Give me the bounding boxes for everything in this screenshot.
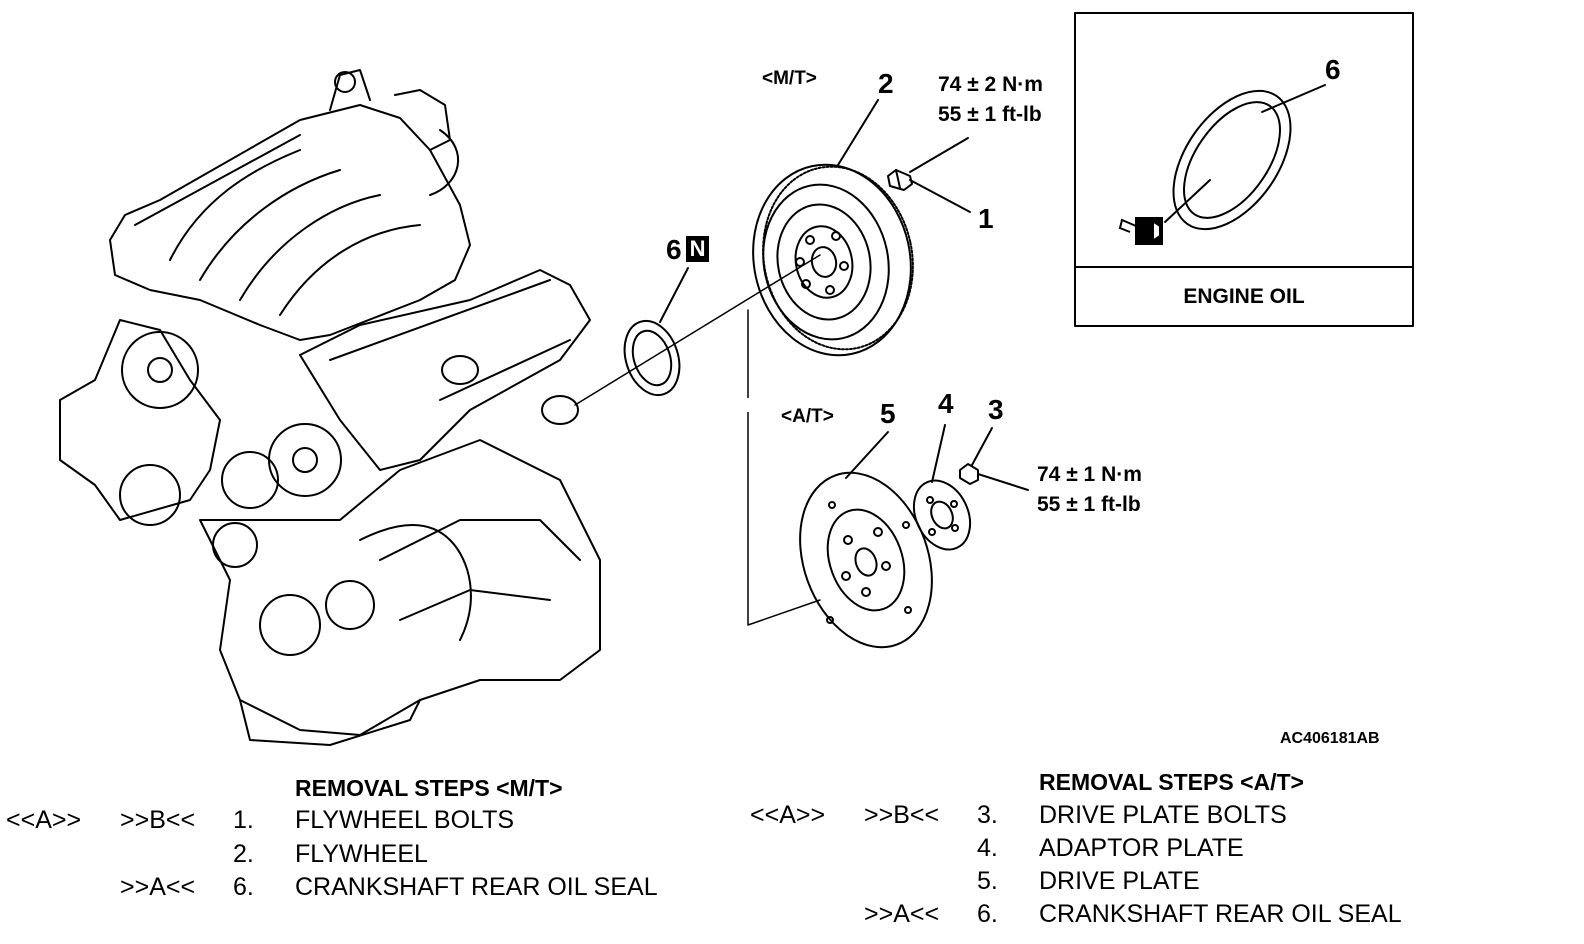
leader-5 [845,431,889,479]
intake-runner [134,134,301,226]
breather-hose [429,129,459,196]
intake-manifold [109,104,471,341]
intake-runner [199,169,341,281]
engine-assembly [59,69,601,746]
valve-cover-edge [439,339,571,401]
block-rib [399,589,551,621]
removal-steps-at-title: REMOVAL STEPS <A/T> [1039,769,1304,795]
leader-torque-at [977,473,1029,491]
oil-seal-detail [1172,89,1292,231]
callout-6-box: 6 [1325,54,1341,85]
intake-runner [279,224,421,316]
pulley [325,580,375,630]
drive-plate [799,471,933,649]
step-number: 2. [233,840,254,868]
leader-6 [659,267,689,323]
torque-at-ftlb: 55 ± 1 ft-lb [1037,493,1141,516]
step-number: 1. [233,806,254,834]
front-cover [59,319,221,521]
torque-spec-at: 74 ± 1 N·m 55 ± 1 ft-lb [1037,460,1142,520]
flywheel-bolt [887,169,913,191]
step-text: FLYWHEEL BOLTS [295,806,515,834]
pulley [147,357,173,383]
pulley [221,451,279,509]
leader-1 [909,179,971,213]
callout-4: 4 [938,388,954,419]
pulley [292,447,318,473]
drive-plate-bolt [959,463,979,485]
step-mark-b: >>B<< [864,801,940,829]
exhaust-manifold [359,524,472,641]
crank-axis-line [574,254,821,406]
callout-6-number: 6 [666,234,682,265]
step-text: DRIVE PLATE BOLTS [1039,801,1287,829]
block-rib [379,519,581,561]
oil-can-icon [1118,217,1163,245]
new-part-badge: N [685,236,710,262]
valve-cover-cap [441,355,479,385]
callout-2: 2 [878,68,894,99]
step-text: ADAPTOR PLATE [1039,834,1244,862]
crankshaft-flange [541,395,579,425]
throttle-body [329,69,451,151]
step-number: 5. [977,867,998,895]
adaptor-plate [912,479,972,551]
torque-at-nm: 74 ± 1 N·m [1037,463,1142,486]
pulley [259,594,321,656]
step-text: CRANKSHAFT REAR OIL SEAL [1039,900,1402,928]
variant-label-at: <A/T> [781,406,834,427]
callout-5: 5 [880,398,896,429]
step-mark-a: <<A>> [750,801,826,829]
valve-cover [299,269,591,471]
step-number: 6. [977,900,998,928]
removal-steps-mt-title: REMOVAL STEPS <M/T> [295,775,563,801]
step-number: 6. [233,873,254,901]
engine-block [199,439,601,736]
step-mark-a: <<A>> [6,806,82,834]
step-number: 4. [977,834,998,862]
oil-pan [239,699,421,746]
pulley [121,331,199,409]
callout-3: 3 [988,394,1004,425]
torque-mt-nm: 74 ± 2 N·m [938,73,1043,96]
step-mark-b: >>B<< [120,806,196,834]
leader-2 [837,99,879,166]
step-text: FLYWHEEL [295,840,428,868]
step-text: CRANKSHAFT REAR OIL SEAL [295,873,658,901]
leader-oil-can [1164,179,1211,223]
variant-label-mt: <M/T> [762,68,817,89]
engine-oil-box [1074,12,1414,327]
lifting-eye [334,71,356,93]
engine-oil-label: ENGINE OIL [1183,285,1305,308]
rear-oil-seal [623,319,681,397]
pulley [119,464,181,526]
leader-4 [931,424,946,483]
flywheel [752,163,914,357]
figure-code: AC406181AB [1280,730,1380,747]
callout-1: 1 [978,203,994,234]
pulley [268,423,342,497]
step-mark-b: >>A<< [864,900,940,928]
leader-torque-mt [909,137,969,173]
valve-cover-edge [329,279,551,361]
step-number: 3. [977,801,998,829]
leader-6-box [1261,84,1326,113]
step-text: DRIVE PLATE [1039,867,1200,895]
step-mark-b: >>A<< [120,873,196,901]
intake-runner [239,194,381,301]
torque-spec-mt: 74 ± 2 N·m 55 ± 1 ft-lb [938,70,1043,130]
intake-runner [169,149,301,261]
leader-3 [971,427,993,466]
torque-mt-ftlb: 55 ± 1 ft-lb [938,103,1042,126]
assembly-bracket [747,309,821,626]
